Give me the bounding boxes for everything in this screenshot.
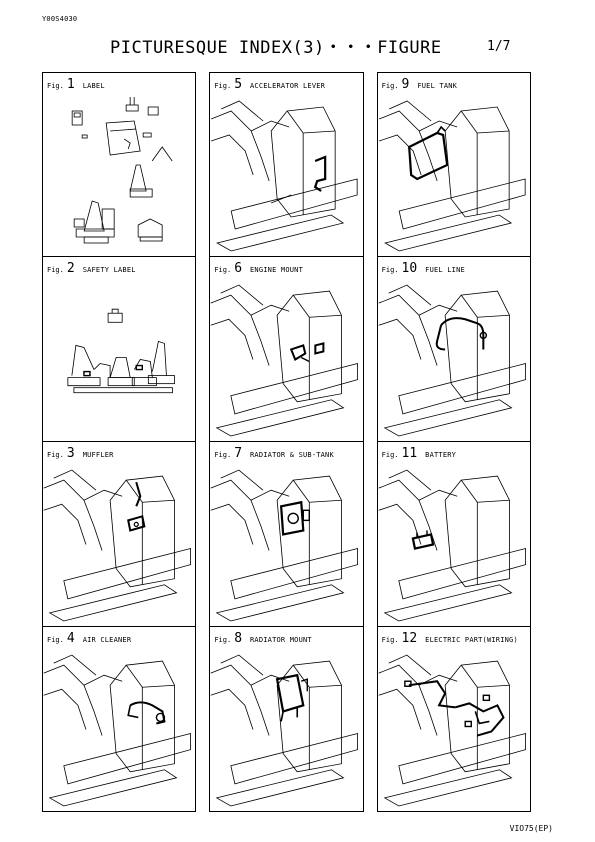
fig-title: LABEL xyxy=(82,82,105,90)
radiator-sub-tank-drawing xyxy=(210,469,359,622)
figure-caption: Fig. 8 RADIATOR MOUNT xyxy=(214,631,312,646)
fig-title: BATTERY xyxy=(425,451,457,459)
fig-number: 8 xyxy=(234,631,243,646)
figure-caption: Fig. 10 FUEL LINE xyxy=(382,261,465,276)
battery-drawing xyxy=(378,469,526,622)
fig-number: 12 xyxy=(401,631,418,646)
fig-number: 7 xyxy=(234,446,243,461)
figure-panel-11[interactable]: Fig. 11 BATTERY xyxy=(376,442,531,627)
fig-prefix: Fig. xyxy=(214,451,232,459)
figure-panel-6[interactable]: Fig. 6 ENGINE MOUNT xyxy=(209,257,364,442)
fig-title: AIR CLEANER xyxy=(82,636,132,644)
fig-number: 5 xyxy=(234,77,243,92)
fig-prefix: Fig. xyxy=(47,266,64,274)
figure-caption: Fig. 1 LABEL xyxy=(47,77,105,92)
figure-caption: Fig. 12 ELECTRIC PART(WIRING) xyxy=(382,631,518,646)
fig-prefix: Fig. xyxy=(214,82,232,90)
fig-number: 11 xyxy=(401,446,418,461)
fig-number: 9 xyxy=(401,77,410,92)
figure-panel-10[interactable]: Fig. 10 FUEL LINE xyxy=(376,257,531,442)
figure-caption: Fig. 3 MUFFLER xyxy=(47,446,114,461)
figure-panel-1[interactable]: Fig. 1 LABEL xyxy=(42,72,197,257)
page-title: PICTURESQUE INDEX(3)・・・FIGURE xyxy=(110,38,442,58)
figure-panel-4[interactable]: Fig. 4 AIR CLEANER xyxy=(42,627,197,812)
fig-prefix: Fig. xyxy=(47,82,64,90)
figure-caption: Fig. 4 AIR CLEANER xyxy=(47,631,131,646)
figure-caption: Fig. 11 BATTERY xyxy=(382,446,456,461)
figure-panel-2[interactable]: Fig. 2 SAFETY LABEL xyxy=(42,257,197,442)
fig-title: MUFFLER xyxy=(82,451,114,459)
fuel-tank-drawing xyxy=(378,100,526,252)
fig-prefix: Fig. xyxy=(47,636,64,644)
figure-panel-3[interactable]: Fig. 3 MUFFLER xyxy=(42,442,197,627)
figure-grid: Fig. 1 LABEL Fig. 5 ACCELERATOR LEVER xyxy=(42,72,531,812)
fig-title: FUEL LINE xyxy=(425,266,465,274)
electric-wiring-drawing xyxy=(378,654,526,807)
fig-prefix: Fig. xyxy=(381,636,399,644)
model-code: VIO75(EP) xyxy=(509,824,553,833)
fig-number: 1 xyxy=(66,77,75,92)
figure-caption: Fig. 5 ACCELERATOR LEVER xyxy=(214,77,325,92)
fig-title: ACCELERATOR LEVER xyxy=(250,82,326,90)
fig-prefix: Fig. xyxy=(47,451,64,459)
figure-caption: Fig. 2 SAFETY LABEL xyxy=(47,261,136,276)
safety-labels-overview-drawing xyxy=(67,308,175,394)
figure-panel-12[interactable]: Fig. 12 ELECTRIC PART(WIRING) xyxy=(376,627,531,812)
fig-number: 10 xyxy=(401,261,418,276)
fig-prefix: Fig. xyxy=(381,82,399,90)
figure-panel-7[interactable]: Fig. 7 RADIATOR & SUB-TANK xyxy=(209,442,364,627)
fig-title: ELECTRIC PART(WIRING) xyxy=(425,636,518,644)
fig-title: RADIATOR & SUB-TANK xyxy=(250,451,334,459)
fig-title: SAFETY LABEL xyxy=(82,266,136,274)
figure-panel-9[interactable]: Fig. 9 FUEL TANK xyxy=(376,72,531,257)
page-number: 1/7 xyxy=(487,39,511,54)
labels-overview-drawing xyxy=(71,97,173,244)
fig-number: 4 xyxy=(66,631,75,646)
document-code: Y00S4030 xyxy=(42,15,78,23)
fig-title: FUEL TANK xyxy=(417,82,458,90)
fig-prefix: Fig. xyxy=(381,451,399,459)
fig-title: ENGINE MOUNT xyxy=(250,266,303,274)
fig-prefix: Fig. xyxy=(214,266,232,274)
fig-title: RADIATOR MOUNT xyxy=(250,636,312,644)
engine-mount-drawing xyxy=(210,284,359,437)
fig-number: 3 xyxy=(66,446,75,461)
fig-prefix: Fig. xyxy=(381,266,399,274)
figure-panel-8[interactable]: Fig. 8 RADIATOR MOUNT xyxy=(209,627,364,812)
fig-number: 6 xyxy=(234,261,243,276)
fig-prefix: Fig. xyxy=(214,636,232,644)
fuel-line-drawing xyxy=(378,284,526,437)
figure-panel-5[interactable]: Fig. 5 ACCELERATOR LEVER xyxy=(209,72,364,257)
radiator-mount-drawing xyxy=(210,654,359,807)
figure-caption: Fig. 7 RADIATOR & SUB-TANK xyxy=(214,446,334,461)
fig-number: 2 xyxy=(66,261,75,276)
figure-caption: Fig. 9 FUEL TANK xyxy=(382,77,457,92)
air-cleaner-drawing xyxy=(43,654,191,807)
figure-caption: Fig. 6 ENGINE MOUNT xyxy=(214,261,303,276)
accelerator-lever-drawing xyxy=(211,100,358,252)
muffler-drawing xyxy=(43,469,191,622)
